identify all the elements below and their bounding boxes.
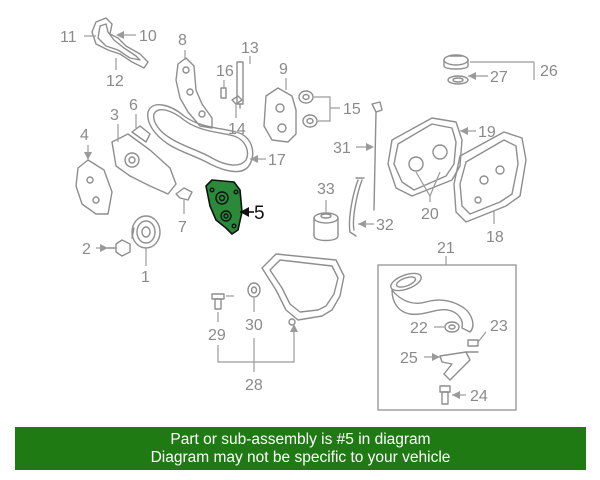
callout-12: 12: [106, 73, 124, 90]
part-mount-33: [313, 212, 339, 242]
leader-28: [217, 328, 295, 363]
part-gasket-10-11-12: [91, 17, 149, 69]
subassembly-box-21: [377, 264, 517, 411]
part-hook-7: [175, 187, 193, 201]
part-oring-22: [444, 321, 460, 333]
callout-25: 25: [400, 350, 418, 367]
callout-21: 21: [437, 240, 455, 257]
part-seals-15: [298, 90, 318, 128]
part-bolt-29: [211, 293, 225, 310]
part-timing-belt-17: [147, 104, 254, 173]
arrow-31: [366, 143, 374, 151]
part-belt-cover-3: [111, 133, 177, 195]
leader-23: [477, 331, 487, 343]
part-tensioner-13: [236, 61, 244, 109]
arrow-10: [116, 31, 124, 39]
part-gasket-19-20: [387, 117, 463, 197]
part-bolt-24: [439, 385, 451, 405]
part-dipstick-31: [371, 101, 383, 211]
banner-line-2: Diagram may not be specific to your vehi…: [150, 449, 451, 466]
info-banner: Part or sub-assembly is #5 in diagram Di…: [15, 427, 586, 470]
part-bolt-2: [107, 239, 131, 257]
callout-4: 4: [80, 127, 89, 144]
part-crank-pulley-1: [131, 215, 161, 249]
part-bracket-25: [439, 351, 471, 381]
callout-29: 29: [208, 327, 226, 344]
arrow-32: [358, 220, 366, 228]
callout-1: 1: [141, 269, 150, 286]
leader-15: [314, 96, 331, 122]
arrow-27: [468, 72, 476, 80]
part-bracket-14: [231, 95, 243, 105]
arrow-4: [84, 152, 92, 160]
arrow-5: [240, 207, 249, 217]
callout-9: 9: [279, 61, 288, 78]
arrow-19: [460, 127, 468, 135]
part-oil-pickup-21: [390, 272, 474, 333]
callout-15: 15: [343, 101, 361, 118]
callout-17: 17: [268, 152, 286, 169]
part-washer-30: [247, 282, 261, 298]
callout-27: 27: [490, 69, 508, 86]
part-bolt-23: [465, 339, 479, 353]
arrow-17: [250, 155, 258, 163]
part-oil-cap-26: [443, 54, 469, 70]
parts-diagram: 11 10 12 8 16 13 1 4 9 15: [60, 17, 558, 411]
callout-32: 32: [376, 217, 394, 234]
arrow-25: [432, 353, 440, 361]
part-cam-cover-9: [263, 87, 297, 143]
callout-24: 24: [470, 388, 488, 405]
callout-22: 22: [410, 320, 428, 337]
part-highlighted-5: [205, 179, 243, 235]
callout-33: 33: [317, 181, 335, 198]
callout-11: 11: [60, 29, 77, 46]
callout-28: 28: [245, 377, 263, 394]
callout-19: 19: [478, 124, 496, 141]
callout-8: 8: [178, 32, 187, 49]
part-front-cover-4: [75, 159, 113, 215]
callout-16: 16: [216, 63, 234, 80]
part-timing-cover-8: [175, 57, 213, 129]
arrow-24: [452, 391, 460, 399]
callout-6: 6: [129, 97, 138, 114]
part-pin-16: [220, 87, 227, 99]
part-gasket-27: [447, 75, 469, 85]
arrow-28: [290, 324, 298, 332]
part-guide-6: [131, 125, 151, 143]
callout-18: 18: [486, 229, 504, 246]
part-oil-pan: [261, 253, 345, 326]
callout-7: 7: [178, 219, 187, 236]
callout-23: 23: [490, 318, 508, 335]
callout-13: 13: [241, 40, 259, 57]
callout-5: 5: [254, 203, 265, 224]
part-rear-plate-18: [453, 131, 527, 223]
arrow-2: [100, 244, 108, 252]
callout-2: 2: [82, 241, 91, 258]
callout-10: 10: [139, 28, 157, 45]
callout-20: 20: [421, 206, 439, 223]
callout-3: 3: [110, 107, 119, 124]
callout-26: 26: [540, 63, 558, 80]
callout-31: 31: [333, 140, 351, 157]
callout-30: 30: [245, 317, 263, 334]
part-tube-32: [348, 177, 365, 237]
banner-line-1: Part or sub-assembly is #5 in diagram: [170, 431, 431, 448]
